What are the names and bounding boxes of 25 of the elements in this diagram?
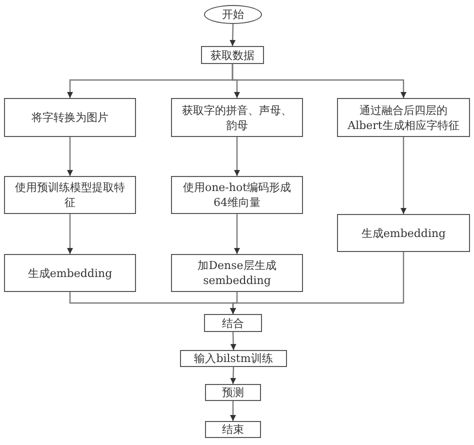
arrow: [234, 214, 240, 254]
arrow: [230, 24, 236, 46]
process-box: 结合: [204, 314, 262, 332]
arrow: [230, 332, 236, 350]
process-box: 通过融合后四层的Albert生成相应字特征: [337, 98, 470, 137]
process-box: 生成embedding: [337, 214, 470, 252]
terminal-ellipse: 开始: [204, 5, 262, 24]
process-box: 结束: [205, 421, 261, 438]
arrow: [230, 366, 236, 384]
process-box: 获取字的拼音、声母、韵母: [171, 98, 303, 137]
arrow: [230, 252, 404, 314]
process-box: 加Dense层生成sembedding: [171, 254, 303, 292]
process-box: 使用one-hot编码形成64维向量: [171, 176, 303, 214]
arrow: [67, 214, 73, 254]
arrow: [67, 137, 73, 176]
arrow: [400, 137, 406, 214]
process-box: 使用预训练模型提取特征: [4, 176, 136, 214]
process-box: 获取数据: [201, 46, 264, 64]
arrow: [234, 137, 240, 176]
process-box: 预测: [205, 384, 261, 401]
arrow: [232, 64, 406, 98]
process-box: 将字转换为图片: [4, 98, 136, 137]
process-box: 输入bilstm训练: [180, 350, 287, 367]
process-box: 生成embedding: [4, 254, 136, 292]
arrow: [230, 401, 236, 421]
